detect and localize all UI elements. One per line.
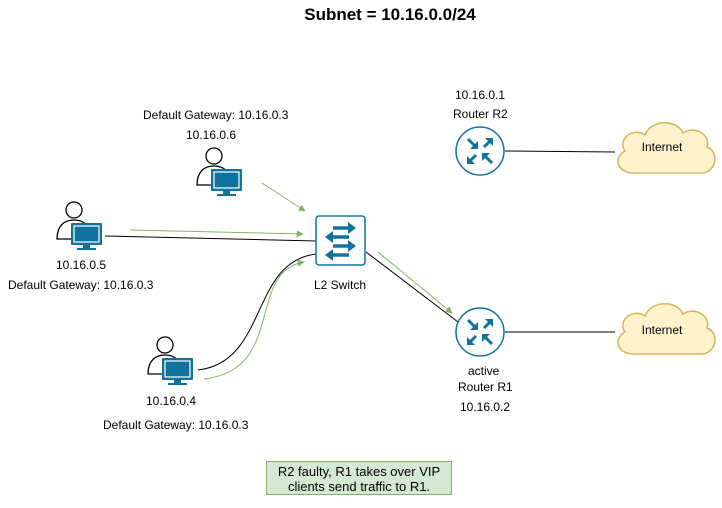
host-h4-ip: 10.16.0.4: [146, 394, 197, 408]
traffic-arrow-h4: [203, 259, 305, 380]
link-switch-r1: [365, 251, 459, 323]
router-icon: [466, 137, 494, 165]
link-h4-switch: [197, 253, 317, 371]
cloud-bottom-label: Internet: [641, 323, 683, 337]
router-r2-name: Router R2: [453, 107, 508, 121]
host-h6-gateway: Default Gateway: 10.16.0.3: [143, 108, 289, 122]
router-r1[interactable]: [455, 307, 505, 357]
host-h4-icon[interactable]: [147, 336, 193, 385]
router-r2-ip: 10.16.0.1: [455, 88, 506, 102]
router-r1-status: active: [468, 364, 500, 378]
cloud-icon: [617, 122, 716, 174]
diagram-title: Subnet = 10.16.0.0/24: [304, 5, 476, 24]
cloud-top-label: Internet: [641, 140, 683, 154]
l2-switch[interactable]: [315, 215, 366, 266]
switch-arrows-icon: [325, 222, 356, 261]
status-note: R2 faulty, R1 takes over VIP clients sen…: [266, 461, 452, 495]
host-h5-ip: 10.16.0.5: [56, 258, 107, 272]
router-r2[interactable]: [455, 126, 505, 176]
router-r1-name: Router R1: [458, 380, 513, 394]
connections: [104, 150, 616, 371]
status-note-line-2: clients send traffic to R1.: [287, 479, 431, 494]
traffic-arrow-switch-r1: [377, 251, 453, 314]
host-h6-ip: 10.16.0.6: [186, 128, 237, 142]
traffic-arrow-h6: [261, 182, 306, 212]
link-h5-switch: [104, 235, 317, 242]
host-h6-icon[interactable]: [196, 147, 242, 196]
host-h4-gateway: Default Gateway: 10.16.0.3: [103, 418, 249, 432]
traffic-arrow-h5: [129, 229, 304, 238]
router-icon: [466, 318, 494, 346]
link-r2-internet: [504, 150, 616, 153]
router-r1-ip: 10.16.0.2: [460, 400, 511, 414]
cloud-icon: [617, 303, 716, 355]
status-note-line-1: R2 faulty, R1 takes over VIP: [277, 464, 441, 479]
host-h5-icon[interactable]: [56, 201, 102, 250]
switch-label: L2 Switch: [314, 278, 367, 292]
traffic-arrows: [129, 182, 453, 380]
host-h5-gateway: Default Gateway: 10.16.0.3: [8, 278, 154, 292]
